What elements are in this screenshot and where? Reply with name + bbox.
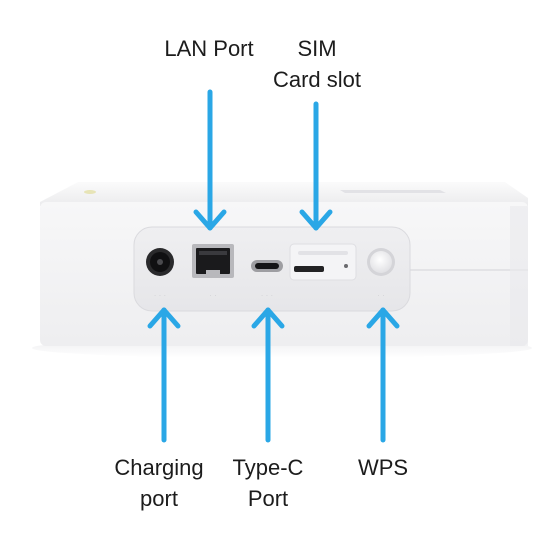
label-typec-line2: Port bbox=[208, 483, 328, 514]
sim-slot-icon bbox=[290, 244, 356, 280]
label-charging-port: Charging port bbox=[94, 452, 224, 514]
label-charging-line1: Charging bbox=[94, 452, 224, 483]
label-typec-line1: Type-C bbox=[208, 452, 328, 483]
label-sim-line1: SIM bbox=[252, 33, 382, 64]
lan-port-marking: · · bbox=[209, 291, 217, 300]
label-wps: WPS bbox=[338, 452, 428, 483]
device-side-edge bbox=[510, 206, 528, 346]
ethernet-port-icon bbox=[192, 244, 234, 278]
label-sim-card-slot: SIM Card slot bbox=[252, 33, 382, 95]
dc-barrel-jack-icon bbox=[146, 248, 174, 276]
dc-port-marking: · · · bbox=[154, 291, 166, 300]
usb-c-port-icon bbox=[251, 260, 283, 272]
device-top-logo-strip bbox=[340, 190, 446, 193]
label-charging-line2: port bbox=[94, 483, 224, 514]
label-typec-port: Type-C Port bbox=[208, 452, 328, 514]
label-wps-text: WPS bbox=[338, 452, 428, 483]
wps-marking: · · bbox=[377, 291, 385, 300]
device-top-indicator bbox=[84, 190, 96, 194]
label-sim-line2: Card slot bbox=[252, 64, 382, 95]
typec-port-marking: · · · bbox=[261, 291, 273, 300]
wps-button-icon bbox=[367, 248, 395, 276]
